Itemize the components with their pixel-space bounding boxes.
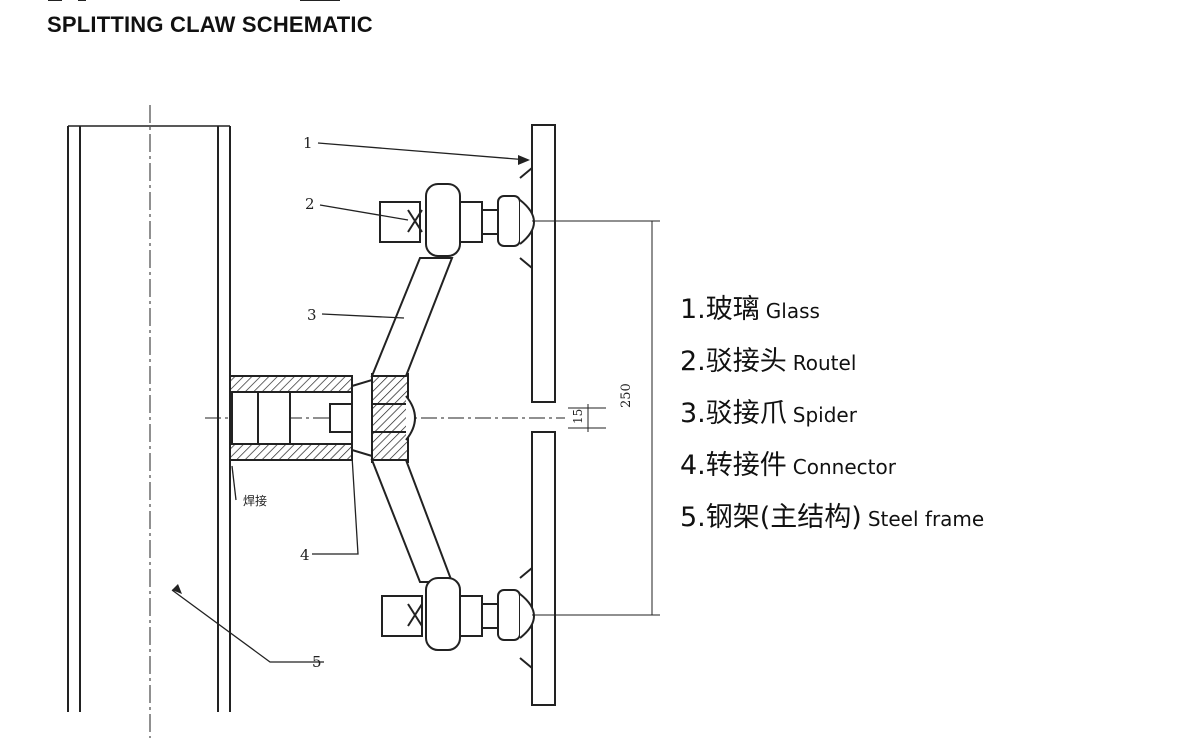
page-title: SPLITTING CLAW SCHEMATIC [47, 12, 373, 37]
legend-item-steel-frame: 5.钢架(主结构)Steel frame [680, 492, 984, 544]
legend-en: Routel [792, 351, 857, 375]
legend-cn: 驳接爪 [705, 398, 787, 429]
legend-num: 4. [680, 450, 706, 481]
callout-4: 4 [300, 546, 310, 564]
legend-en: Connector [792, 455, 896, 479]
weld-label: 焊接 [243, 493, 267, 508]
connector [229, 373, 416, 463]
legend-cn: 转接件 [705, 450, 787, 481]
glass-panels [519, 124, 556, 706]
dimension-250-label: 250 [619, 383, 634, 408]
callout-5: 5 [312, 653, 322, 671]
legend-en: Glass [765, 299, 820, 323]
legend-cn: 钢架(主结构) [705, 502, 862, 533]
legend-cn: 玻璃 [705, 294, 760, 325]
routel-upper [379, 183, 655, 257]
dimension-15-label: 15 [571, 409, 585, 424]
legend-num: 5. [680, 502, 706, 533]
legend-num: 3. [680, 398, 706, 429]
legend-cn: 驳接头 [705, 346, 787, 377]
callout-arrowheads [172, 155, 530, 594]
callout-leaders [171, 142, 529, 663]
steel-frame [67, 125, 231, 712]
legend-num: 1. [680, 294, 706, 325]
callout-1: 1 [303, 134, 313, 152]
callout-2: 2 [305, 195, 315, 213]
dimension-250 [642, 220, 660, 616]
callout-3: 3 [307, 306, 317, 324]
legend-en: Spider [792, 403, 857, 427]
legend-num: 2. [680, 346, 706, 377]
legend-en: Steel frame [867, 507, 985, 531]
routel-lower [381, 577, 655, 651]
dimension-15 [568, 404, 606, 432]
